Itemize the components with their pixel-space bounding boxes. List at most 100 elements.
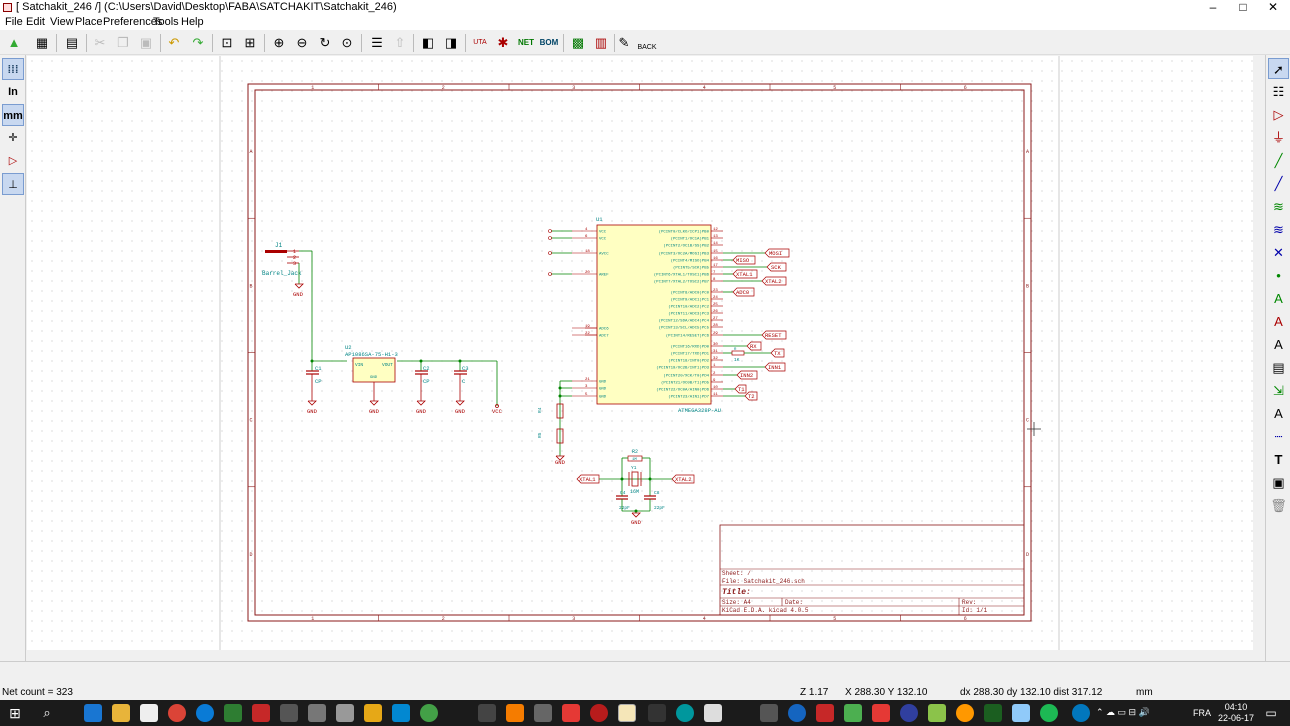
hierarchy-nav-icon[interactable]: ☷ [1272,84,1285,99]
tray-icons[interactable]: ⌃ ☁ ▭ ⊟ 🔊 [1096,707,1150,717]
app-icon-6[interactable] [224,704,242,722]
excel-icon[interactable] [984,704,1002,722]
grid-toggle-icon[interactable]: ⁞⁞⁞ [2,58,24,80]
page-settings-icon[interactable]: ▦ [35,35,49,50]
app-icon-5[interactable] [196,704,214,722]
net-label-icon[interactable]: A [1274,291,1283,306]
search-icon[interactable]: ⌕ [43,705,51,720]
horizontal-scrollbar[interactable] [27,650,1253,661]
erc-icon[interactable]: ✱ [497,35,509,50]
delete-icon[interactable]: 🗑 [1270,498,1287,513]
app-icon-16[interactable] [534,704,552,722]
pdf-icon[interactable] [252,704,270,722]
text-icon[interactable]: T [1274,452,1283,467]
app-icon-17[interactable] [562,704,580,722]
file-explorer-icon[interactable] [112,704,130,722]
units-mm-button[interactable]: mm [2,104,24,126]
library-editor-icon[interactable]: ◧ [421,35,435,50]
place-power-icon[interactable]: ⏚ [1271,130,1285,145]
copy-icon[interactable]: ❐ [117,35,129,50]
find-icon[interactable]: ⊡ [221,35,233,50]
zoom-out-icon[interactable]: ⊖ [296,35,308,50]
app-icon-9[interactable] [308,704,326,722]
kicad-eeschema-icon[interactable] [618,704,636,722]
bom-icon[interactable]: BOM [539,38,559,47]
redo-icon[interactable]: ↷ [192,35,204,50]
graphic-line-icon[interactable]: ┈ [1274,429,1283,444]
menu-place[interactable]: Place [75,16,103,28]
minimize-button[interactable]: – [1209,0,1217,14]
find-replace-icon[interactable]: ⊞ [244,35,256,50]
junction-icon[interactable]: • [1276,268,1281,283]
hierarchical-sheet-icon[interactable]: ▤ [1272,360,1285,375]
app-icon-23[interactable] [760,704,778,722]
place-bus-icon[interactable]: ╱ [1274,176,1283,191]
leave-sheet-icon[interactable]: ⇧ [394,35,406,50]
app-icon-28[interactable] [900,704,918,722]
menu-preferences[interactable]: Preferences [103,16,163,28]
firefox-icon[interactable] [956,704,974,722]
app-icon-10[interactable] [336,704,354,722]
undo-icon[interactable]: ↶ [168,35,180,50]
mail-icon[interactable] [140,704,158,722]
no-connect-icon[interactable]: ✕ [1273,245,1284,260]
vlc-icon[interactable] [506,704,524,722]
wire-bus-entry-icon[interactable]: ≋ [1273,199,1284,214]
app-icon-26[interactable] [844,704,862,722]
sheet-pin-icon[interactable]: A [1274,406,1283,421]
language-indicator[interactable]: FRA [1193,708,1211,718]
cursor-shape-icon[interactable]: ✛ [8,132,18,144]
app-icon-27[interactable] [872,704,890,722]
pcbnew-icon[interactable]: ▥ [594,35,608,50]
vertical-scrollbar[interactable] [1253,56,1265,650]
arduino-icon[interactable] [676,704,694,722]
start-icon[interactable]: ⊞ [9,705,21,721]
redraw-icon[interactable]: ↻ [319,35,331,50]
units-inch-button[interactable]: In [8,86,18,98]
help-icon[interactable] [1072,704,1090,722]
global-label-icon[interactable]: A [1274,314,1283,329]
library-browser-icon[interactable]: ◨ [444,35,458,50]
hierarchical-label-icon[interactable]: A [1274,337,1283,352]
import-footprint-icon[interactable]: ✎ [618,35,630,50]
app-icon-1[interactable] [84,704,102,722]
new-schematic-icon[interactable]: ▲ [7,35,21,50]
place-component-icon[interactable]: ▷ [1273,107,1284,122]
netlist-icon[interactable]: NET [518,38,534,47]
app-icon-14[interactable] [478,704,496,722]
hierarchy-navigator-icon[interactable]: ☰ [371,35,383,50]
app-icon-29[interactable] [928,704,946,722]
back-button[interactable]: BACK [637,44,657,51]
menu-tools[interactable]: Tools [153,16,179,28]
notifications-icon[interactable]: ▭ [1265,706,1277,720]
bus-bus-entry-icon[interactable]: ≋ [1273,222,1284,237]
app-icon-18[interactable] [590,704,608,722]
menu-view[interactable]: View [50,16,74,28]
menu-edit[interactable]: Edit [26,16,45,28]
close-button[interactable]: ✕ [1267,0,1279,14]
select-arrow-icon[interactable]: ➚ [1268,58,1289,79]
calculator-icon[interactable] [704,704,722,722]
place-wire-icon[interactable]: ╱ [1274,153,1283,168]
app-icon-20[interactable] [648,704,666,722]
chrome-icon[interactable] [168,704,186,722]
clock[interactable]: 04:10 22-06-17 [1218,702,1254,724]
zoom-fit-icon[interactable]: ⊙ [341,35,353,50]
print-icon[interactable]: ▤ [65,35,79,50]
hidden-pins-icon[interactable]: ▷ [8,155,18,167]
app-icon-11[interactable] [364,704,382,722]
menu-help[interactable]: Help [181,16,204,28]
cut-icon[interactable]: ✂ [94,35,106,50]
app-icon-25[interactable] [816,704,834,722]
import-sheet-pin-icon[interactable]: ⇲ [1273,383,1284,398]
app-icon-12[interactable] [392,704,410,722]
spotify-icon[interactable] [1040,704,1058,722]
maximize-button[interactable]: □ [1239,0,1247,14]
photos-icon[interactable] [280,704,298,722]
annotate-icon[interactable]: UTA [473,39,487,46]
app-icon-32[interactable] [1012,704,1030,722]
wire-angle-icon[interactable]: ⊥ [2,173,24,195]
cvpcb-icon[interactable]: ▩ [571,35,585,50]
menu-file[interactable]: File [5,16,23,28]
